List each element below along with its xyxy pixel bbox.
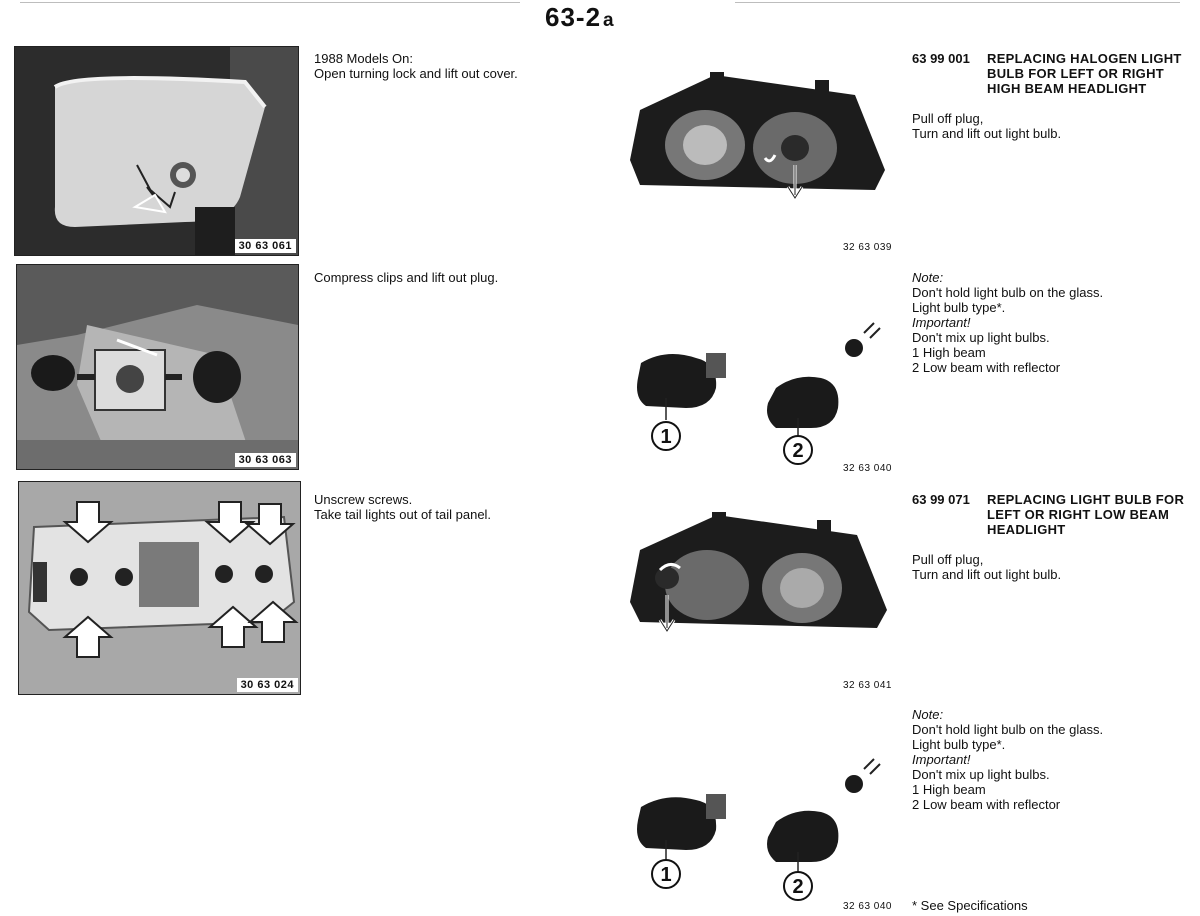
note2-label: Note: (912, 707, 944, 722)
bulb-callout-2b: 2 (792, 876, 803, 898)
photo-cover-code: 30 63 061 (234, 239, 296, 253)
bulbs-figure-1: 1 2 (626, 318, 886, 468)
note1-item1: 1 High beam (912, 345, 986, 360)
note2-item2: 2 Low beam with reflector (912, 797, 1061, 812)
note2-line3: Don't mix up light bulbs. (912, 767, 1050, 782)
headlight-figure-high-beam (620, 70, 895, 200)
bulbs-figure-2: 1 2 (626, 752, 886, 902)
photo-plug-code: 30 63 063 (234, 453, 296, 467)
note1-important-label: Important! (912, 315, 971, 330)
header-rule-left (20, 2, 520, 3)
photo-cover: 30 63 061 (14, 46, 299, 256)
note2-line1: Don't hold light bulb on the glass. (912, 722, 1104, 737)
headlight-figure-low-beam (622, 510, 897, 638)
bulb-callout-1: 1 (660, 426, 671, 448)
page-number-suffix: a (603, 10, 615, 31)
taillight-photo-drawing (19, 482, 300, 694)
note-block-1: Note: Don't hold light bulb on the glass… (912, 270, 1192, 375)
section1-instructions: Pull off plug, Turn and lift out light b… (912, 111, 1062, 141)
step-open-cover-text: 1988 Models On: Open turning lock and li… (314, 51, 518, 81)
photo-taillight: 30 63 024 (18, 481, 301, 695)
bulbs-figure-2-drawing: 1 2 (637, 758, 881, 901)
note1-item2: 2 Low beam with reflector (912, 360, 1061, 375)
note2-line2: Light bulb type*. (912, 737, 1006, 752)
figure-code-32-63-041: 32 63 041 (843, 680, 892, 691)
note2-item1: 1 High beam (912, 782, 986, 797)
cover-photo-drawing (15, 47, 298, 255)
bulb-callout-2: 2 (792, 440, 803, 462)
section-title-low-beam: REPLACING LIGHT BULB FOR LEFT OR RIGHT L… (987, 492, 1185, 537)
note1-line3: Don't mix up light bulbs. (912, 330, 1050, 345)
headlight-high-beam-drawing (630, 72, 885, 200)
figure-code-32-63-040-a: 32 63 040 (843, 463, 892, 474)
section-title-halogen-high-beam: REPLACING HALOGEN LIGHT BULB FOR LEFT OR… (987, 51, 1182, 96)
section-number-63-99-071: 63 99 071 (912, 492, 970, 507)
figure-code-32-63-039: 32 63 039 (843, 242, 892, 253)
section2-instructions: Pull off plug, Turn and lift out light b… (912, 552, 1062, 582)
photo-plug: 30 63 063 (16, 264, 299, 470)
section-number-63-99-001: 63 99 001 (912, 51, 970, 66)
bulbs-figure-1-drawing: 1 2 (637, 322, 881, 465)
bulb-callout-1b: 1 (660, 864, 671, 886)
footnote-specifications: * See Specifications (912, 898, 1028, 913)
page-number-text: 63-2 (545, 2, 602, 32)
step-tail-lights-text: Unscrew screws. Take tail lights out of … (314, 492, 492, 522)
headlight-low-beam-drawing (630, 512, 887, 634)
header-rule-right (735, 2, 1180, 3)
step-lift-plug-text: Compress clips and lift out plug. (314, 270, 499, 285)
note1-line1: Don't hold light bulb on the glass. (912, 285, 1104, 300)
photo-taillight-code: 30 63 024 (236, 678, 298, 692)
plug-photo-drawing (17, 265, 298, 469)
figure-code-32-63-040-b: 32 63 040 (843, 901, 892, 912)
note1-label: Note: (912, 270, 944, 285)
note2-important-label: Important! (912, 752, 971, 767)
note-block-2: Note: Don't hold light bulb on the glass… (912, 707, 1192, 812)
note1-line2: Light bulb type*. (912, 300, 1006, 315)
